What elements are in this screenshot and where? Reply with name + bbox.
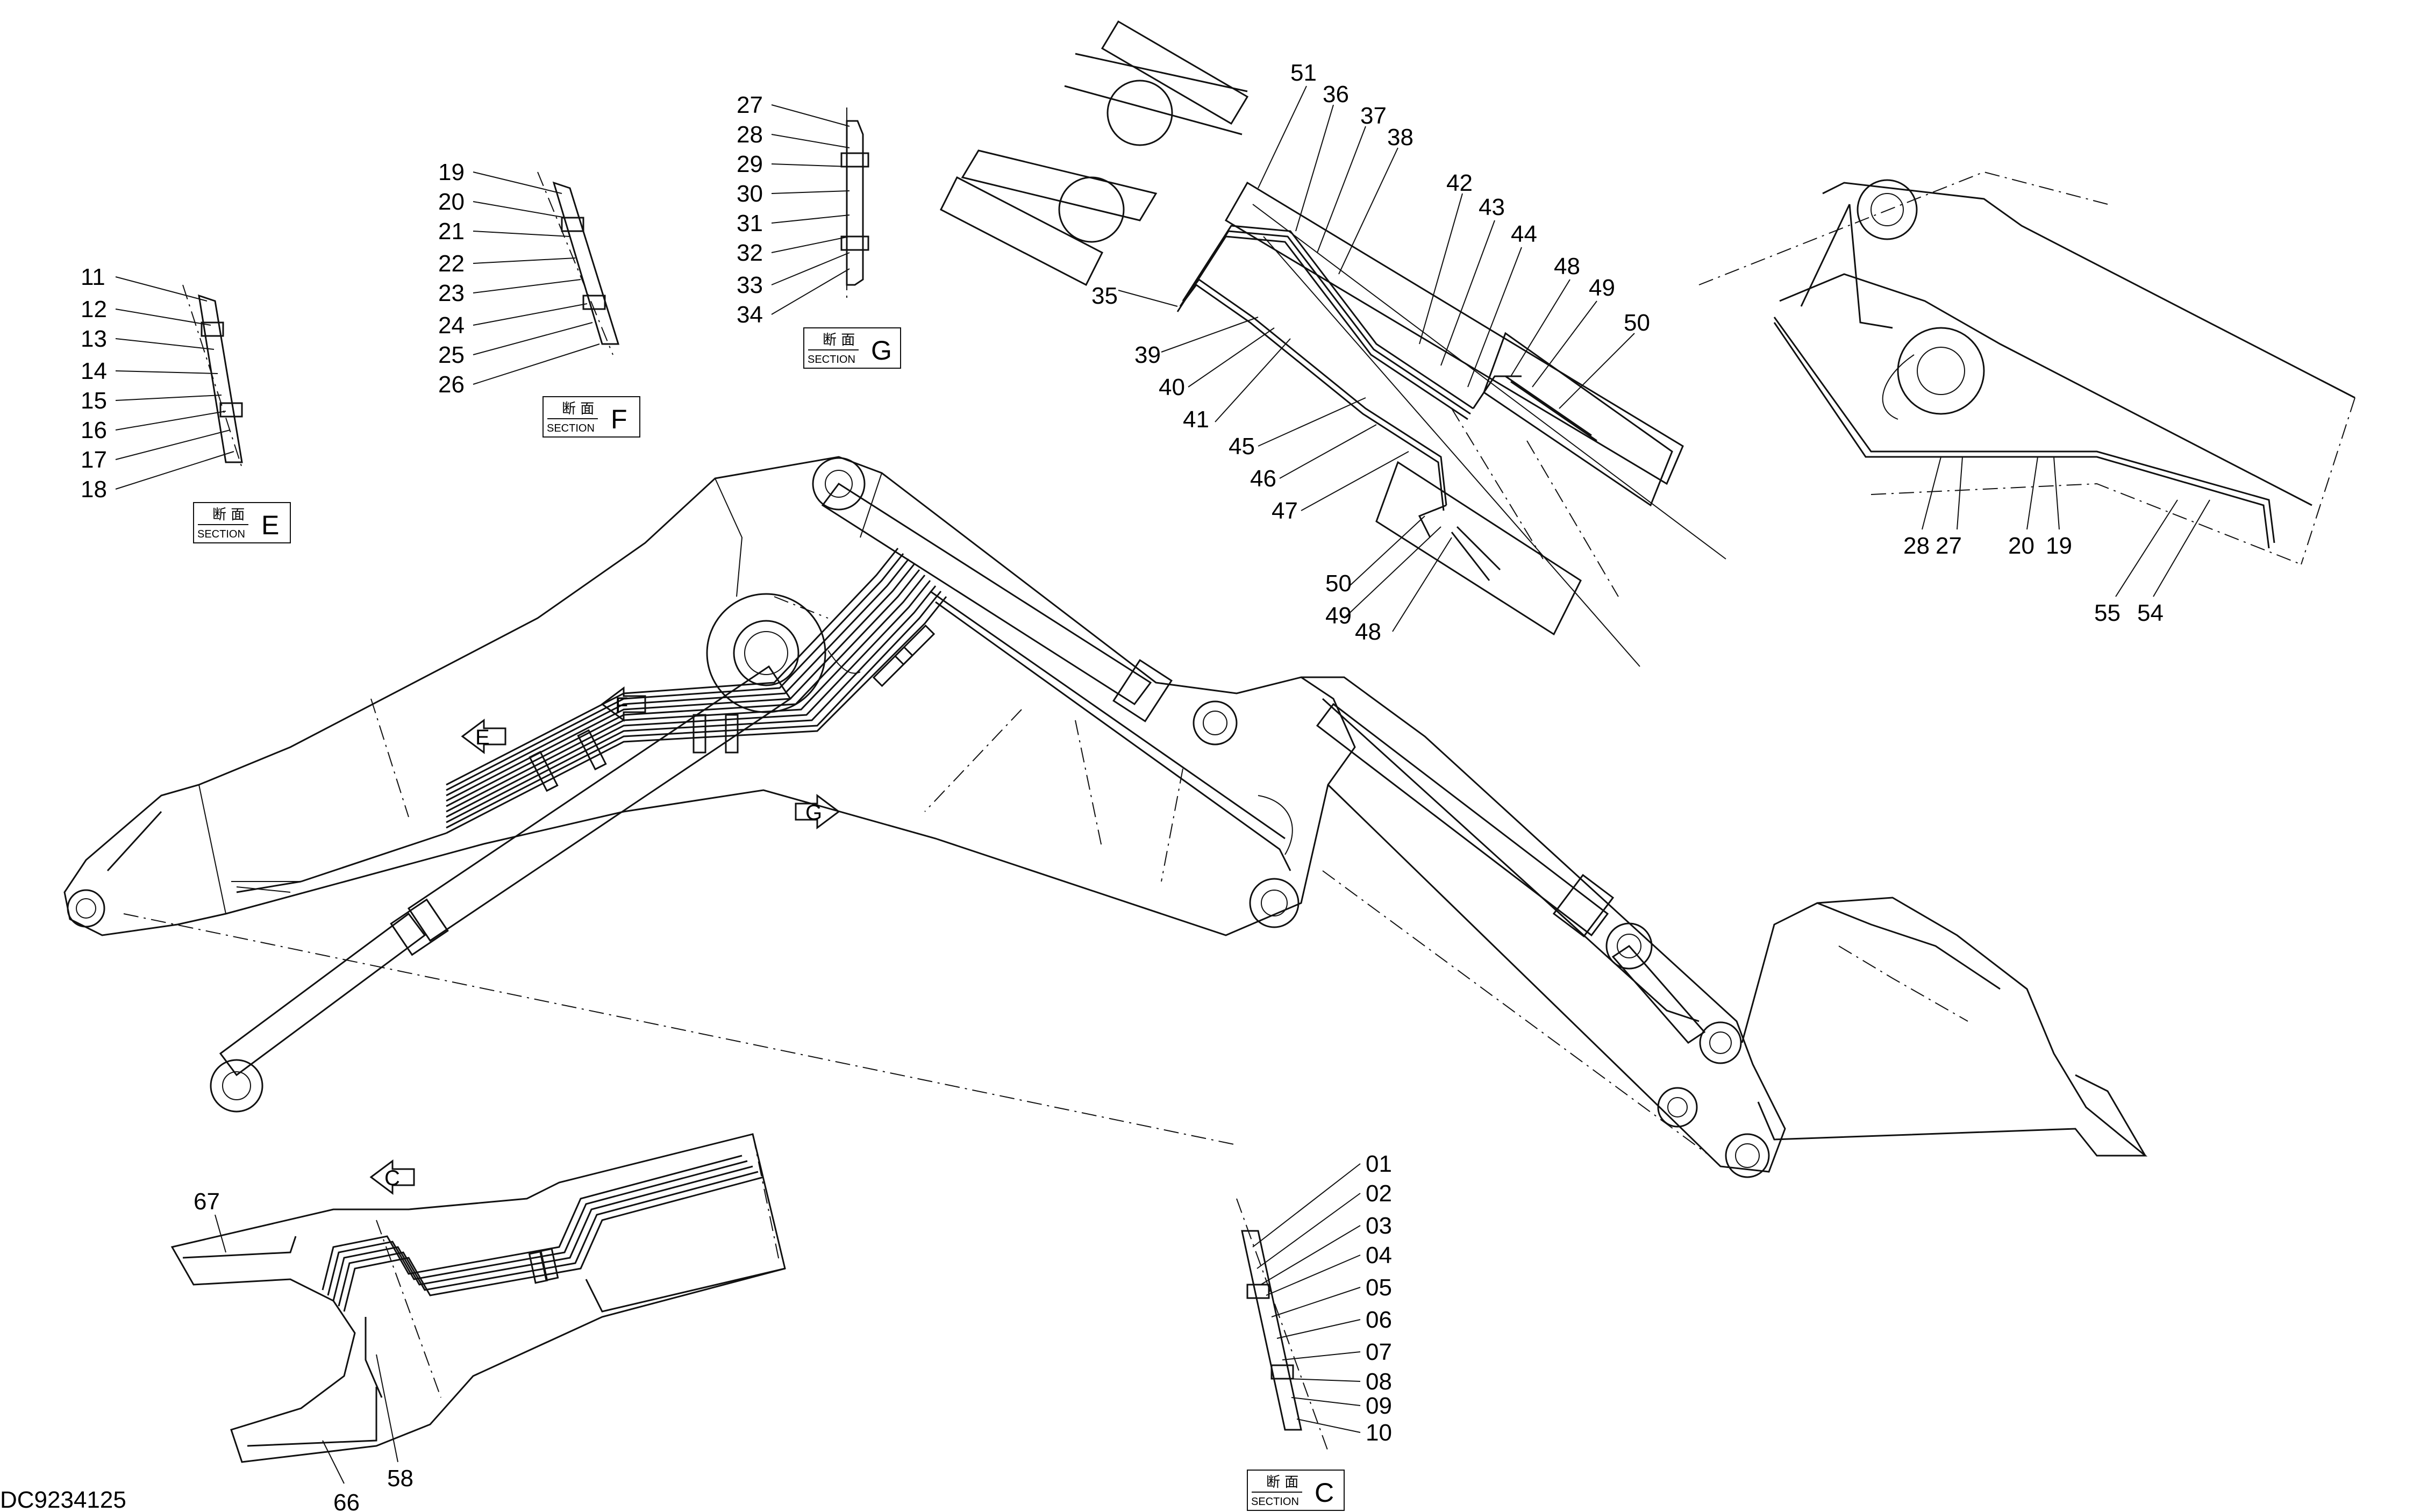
part-label: 30 (737, 181, 763, 207)
part-label: 24 (438, 312, 465, 339)
part-label: 34 (737, 302, 763, 328)
part-label: 16 (81, 417, 107, 443)
part-label: 22 (438, 250, 465, 277)
part-label: 51 (1290, 60, 1317, 86)
svg-text:G: G (871, 335, 892, 366)
part-label: 27 (1936, 533, 1962, 559)
part-label: 42 (1446, 170, 1473, 196)
part-label: 06 (1366, 1307, 1392, 1333)
view-arrow-e: E (461, 719, 506, 754)
svg-text:SECTION: SECTION (808, 354, 855, 366)
part-label: 35 (1091, 283, 1118, 309)
part-label: 20 (438, 189, 465, 215)
section-label-box-g: 断 面 SECTION G (803, 327, 901, 369)
part-label: 33 (737, 272, 763, 298)
svg-text:G: G (805, 801, 822, 825)
part-label: 67 (194, 1188, 220, 1215)
part-label: 11 (81, 264, 105, 290)
svg-text:F: F (611, 404, 627, 434)
part-label: 02 (1366, 1180, 1392, 1207)
section-f-detail: 19 20 21 22 23 24 25 26 断 面 SECTION F (438, 159, 640, 438)
section-c-detail: 01 02 03 04 05 06 07 08 09 10 断 面 SECTIO… (1236, 1151, 1392, 1511)
part-label: 25 (438, 342, 465, 368)
svg-text:E: E (475, 726, 490, 749)
part-label: 04 (1366, 1242, 1392, 1269)
part-label: 48 (1554, 253, 1580, 280)
part-label: 39 (1134, 342, 1161, 368)
part-label: 49 (1325, 603, 1352, 629)
part-label: 18 (81, 476, 107, 503)
part-label: 13 (81, 326, 107, 352)
boom-arm-assembly (63, 456, 2148, 1178)
part-label: 28 (1903, 533, 1930, 559)
part-label: 43 (1479, 194, 1505, 220)
part-label: 28 (737, 121, 763, 148)
svg-text:断 面: 断 面 (1266, 1474, 1298, 1490)
part-label: 44 (1511, 221, 1537, 247)
detail-top-center: 51 36 37 38 42 43 44 48 49 50 35 39 40 4… (939, 20, 1726, 667)
part-label: 48 (1355, 619, 1381, 645)
svg-text:F: F (615, 693, 628, 717)
part-label: 40 (1159, 374, 1185, 400)
section-label-box-e: 断 面 SECTION E (193, 502, 291, 543)
part-label: 15 (81, 388, 107, 414)
part-label: 09 (1366, 1393, 1392, 1419)
view-arrow-f: F (601, 686, 646, 722)
svg-text:SECTION: SECTION (1251, 1496, 1299, 1508)
part-label: 49 (1589, 275, 1615, 301)
part-label: 12 (81, 296, 107, 323)
part-label: 32 (737, 240, 763, 266)
part-label: 01 (1366, 1151, 1392, 1177)
svg-text:C: C (384, 1166, 400, 1190)
part-label: 21 (438, 218, 465, 245)
part-label: 05 (1366, 1274, 1392, 1301)
part-label: 55 (2094, 600, 2121, 626)
svg-text:断 面: 断 面 (212, 507, 245, 523)
part-label: 14 (81, 358, 107, 384)
part-label: 17 (81, 447, 107, 473)
part-label: 19 (438, 159, 465, 185)
part-label: 50 (1624, 310, 1650, 336)
part-label: 19 (2046, 533, 2072, 559)
part-label: 07 (1366, 1339, 1392, 1365)
part-label: 66 (333, 1489, 360, 1512)
svg-text:SECTION: SECTION (197, 528, 245, 540)
part-label: 31 (737, 210, 763, 237)
svg-text:E: E (261, 510, 279, 540)
part-label: 58 (387, 1465, 413, 1492)
part-label: 54 (2137, 600, 2164, 626)
part-label: 29 (737, 151, 763, 177)
section-label-box-f: 断 面 SECTION F (542, 396, 640, 438)
part-label: 46 (1250, 465, 1276, 492)
part-label: 03 (1366, 1213, 1392, 1239)
section-label-box-c: 断 面 SECTION C (1247, 1470, 1345, 1511)
detail-top-right: 28 27 20 19 55 54 (1698, 171, 2355, 626)
part-label: 10 (1366, 1420, 1392, 1446)
view-arrow-c: C (369, 1159, 415, 1195)
part-label: 37 (1360, 103, 1387, 129)
section-g-detail: 27 28 29 30 31 32 33 34 断 面 SECTION G (737, 92, 901, 369)
drawing-code: DC9234125 (0, 1487, 126, 1512)
svg-text:断 面: 断 面 (562, 401, 594, 417)
part-label: 38 (1387, 124, 1413, 151)
svg-text:SECTION: SECTION (547, 422, 595, 434)
svg-text:断 面: 断 面 (823, 332, 855, 348)
section-e-detail: 11 12 13 14 15 16 17 18 断 面 SECTION E (81, 264, 291, 543)
part-label: 45 (1229, 433, 1255, 460)
part-label: 36 (1323, 81, 1349, 108)
part-label: 41 (1183, 406, 1209, 433)
part-label: 50 (1325, 570, 1352, 597)
part-label: 23 (438, 280, 465, 306)
part-label: 08 (1366, 1368, 1392, 1395)
part-label: 26 (438, 371, 465, 398)
detail-bottom-left: 67 58 66 C (170, 1133, 786, 1512)
part-label: 27 (737, 92, 763, 118)
part-label: 20 (2008, 533, 2034, 559)
svg-text:C: C (1315, 1478, 1334, 1508)
view-arrow-g: G (795, 794, 840, 829)
part-label: 47 (1272, 498, 1298, 524)
